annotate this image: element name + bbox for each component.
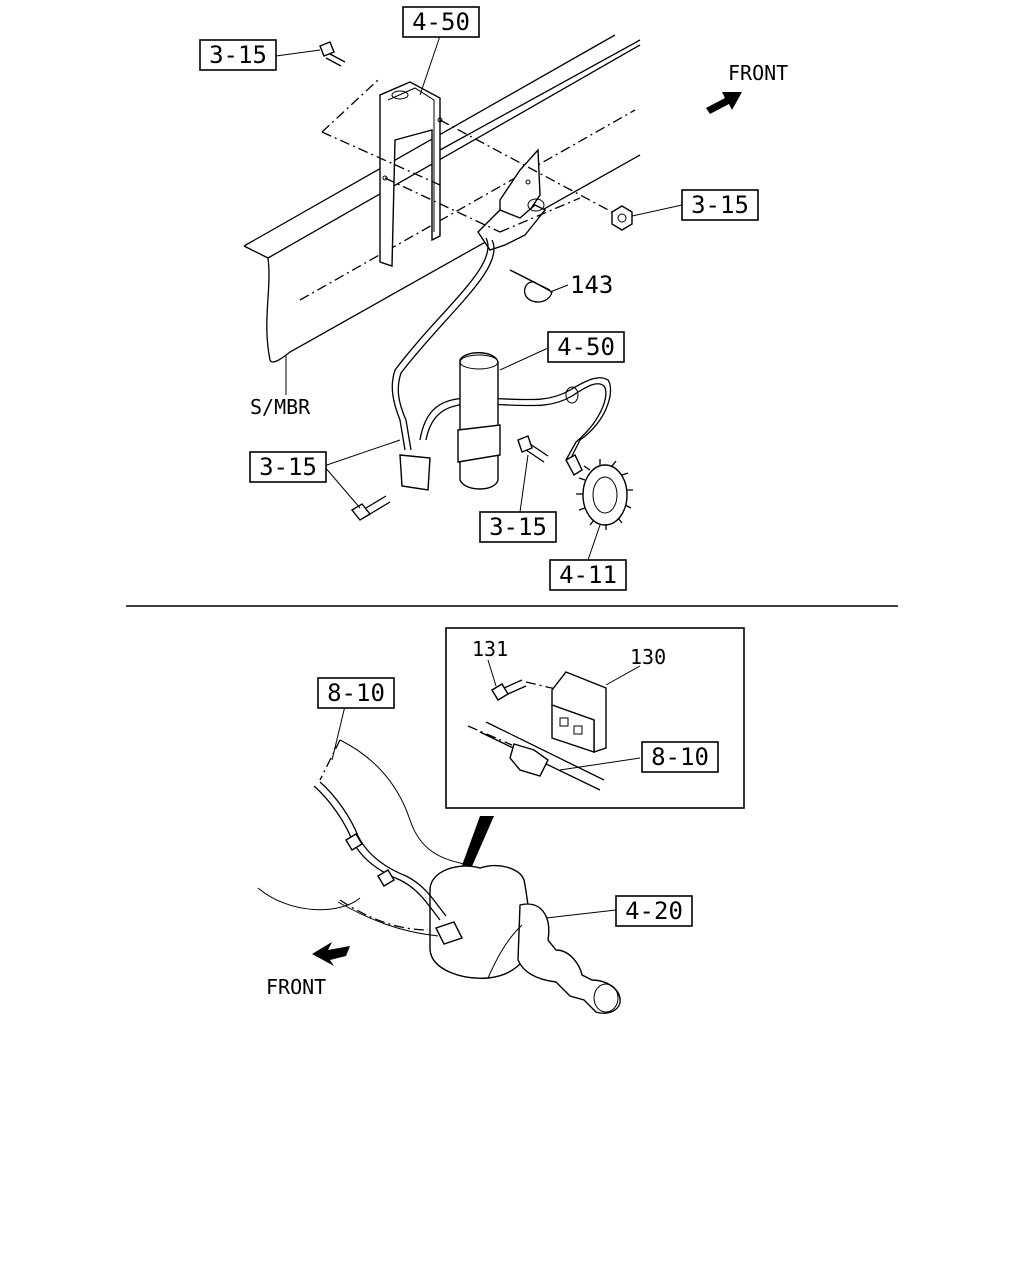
ref-3-15-right: 3-15 [681, 189, 759, 221]
ref-8-10-inset: 8-10 [641, 741, 719, 773]
svg-text:3-15: 3-15 [489, 513, 547, 541]
front-label-lower: FRONT [266, 975, 326, 999]
tone-wheel-icon [576, 459, 633, 530]
svg-text:3-15: 3-15 [259, 453, 317, 481]
arrow-front-icon [706, 92, 742, 114]
leader-lines-lower [331, 705, 617, 919]
ref-3-15-lower-left: 3-15 [249, 451, 327, 483]
nut-icon [611, 205, 633, 231]
ref-4-50-mid: 4-50 [547, 331, 625, 363]
bolt-lower-left-icon [350, 495, 391, 521]
ref-4-20: 4-20 [615, 895, 693, 927]
cable-tie-icon [509, 269, 553, 303]
svg-text:4-50: 4-50 [412, 8, 470, 36]
lower-harness [313, 739, 463, 945]
svg-text:8-10: 8-10 [327, 679, 385, 707]
svg-text:8-10: 8-10 [651, 743, 709, 771]
callout-131: 131 [472, 637, 508, 661]
sensor-bracket [477, 148, 547, 251]
arrow-front-lower-icon [312, 942, 350, 966]
callout-130: 130 [630, 645, 666, 669]
callout-143: 143 [570, 271, 613, 299]
ref-8-10-left: 8-10 [317, 677, 395, 709]
ref-3-15-top-left: 3-15 [199, 39, 277, 71]
svg-text:4-20: 4-20 [625, 897, 683, 925]
ref-4-11: 4-11 [549, 559, 627, 591]
side-member-rail [243, 34, 641, 363]
ref-4-50-top: 4-50 [402, 6, 480, 38]
svg-text:3-15: 3-15 [691, 191, 749, 219]
bracket-4-50 [379, 81, 443, 267]
knuckle-pillar [399, 352, 501, 491]
assembly-lines [321, 79, 613, 233]
front-label-upper: FRONT [728, 61, 788, 85]
svg-text:4-50: 4-50 [557, 333, 615, 361]
bolt-lower-center-icon [517, 435, 549, 463]
bolt-icon [319, 41, 346, 67]
leader-lines-upper [275, 35, 683, 561]
detail-inset [445, 627, 745, 809]
svg-text:3-15: 3-15 [209, 41, 267, 69]
ref-3-15-lower-center: 3-15 [479, 511, 557, 543]
sensor-cable [391, 237, 612, 476]
svg-text:4-11: 4-11 [559, 561, 617, 589]
member-label: S/MBR [250, 395, 311, 419]
axle-housing [257, 739, 621, 1014]
